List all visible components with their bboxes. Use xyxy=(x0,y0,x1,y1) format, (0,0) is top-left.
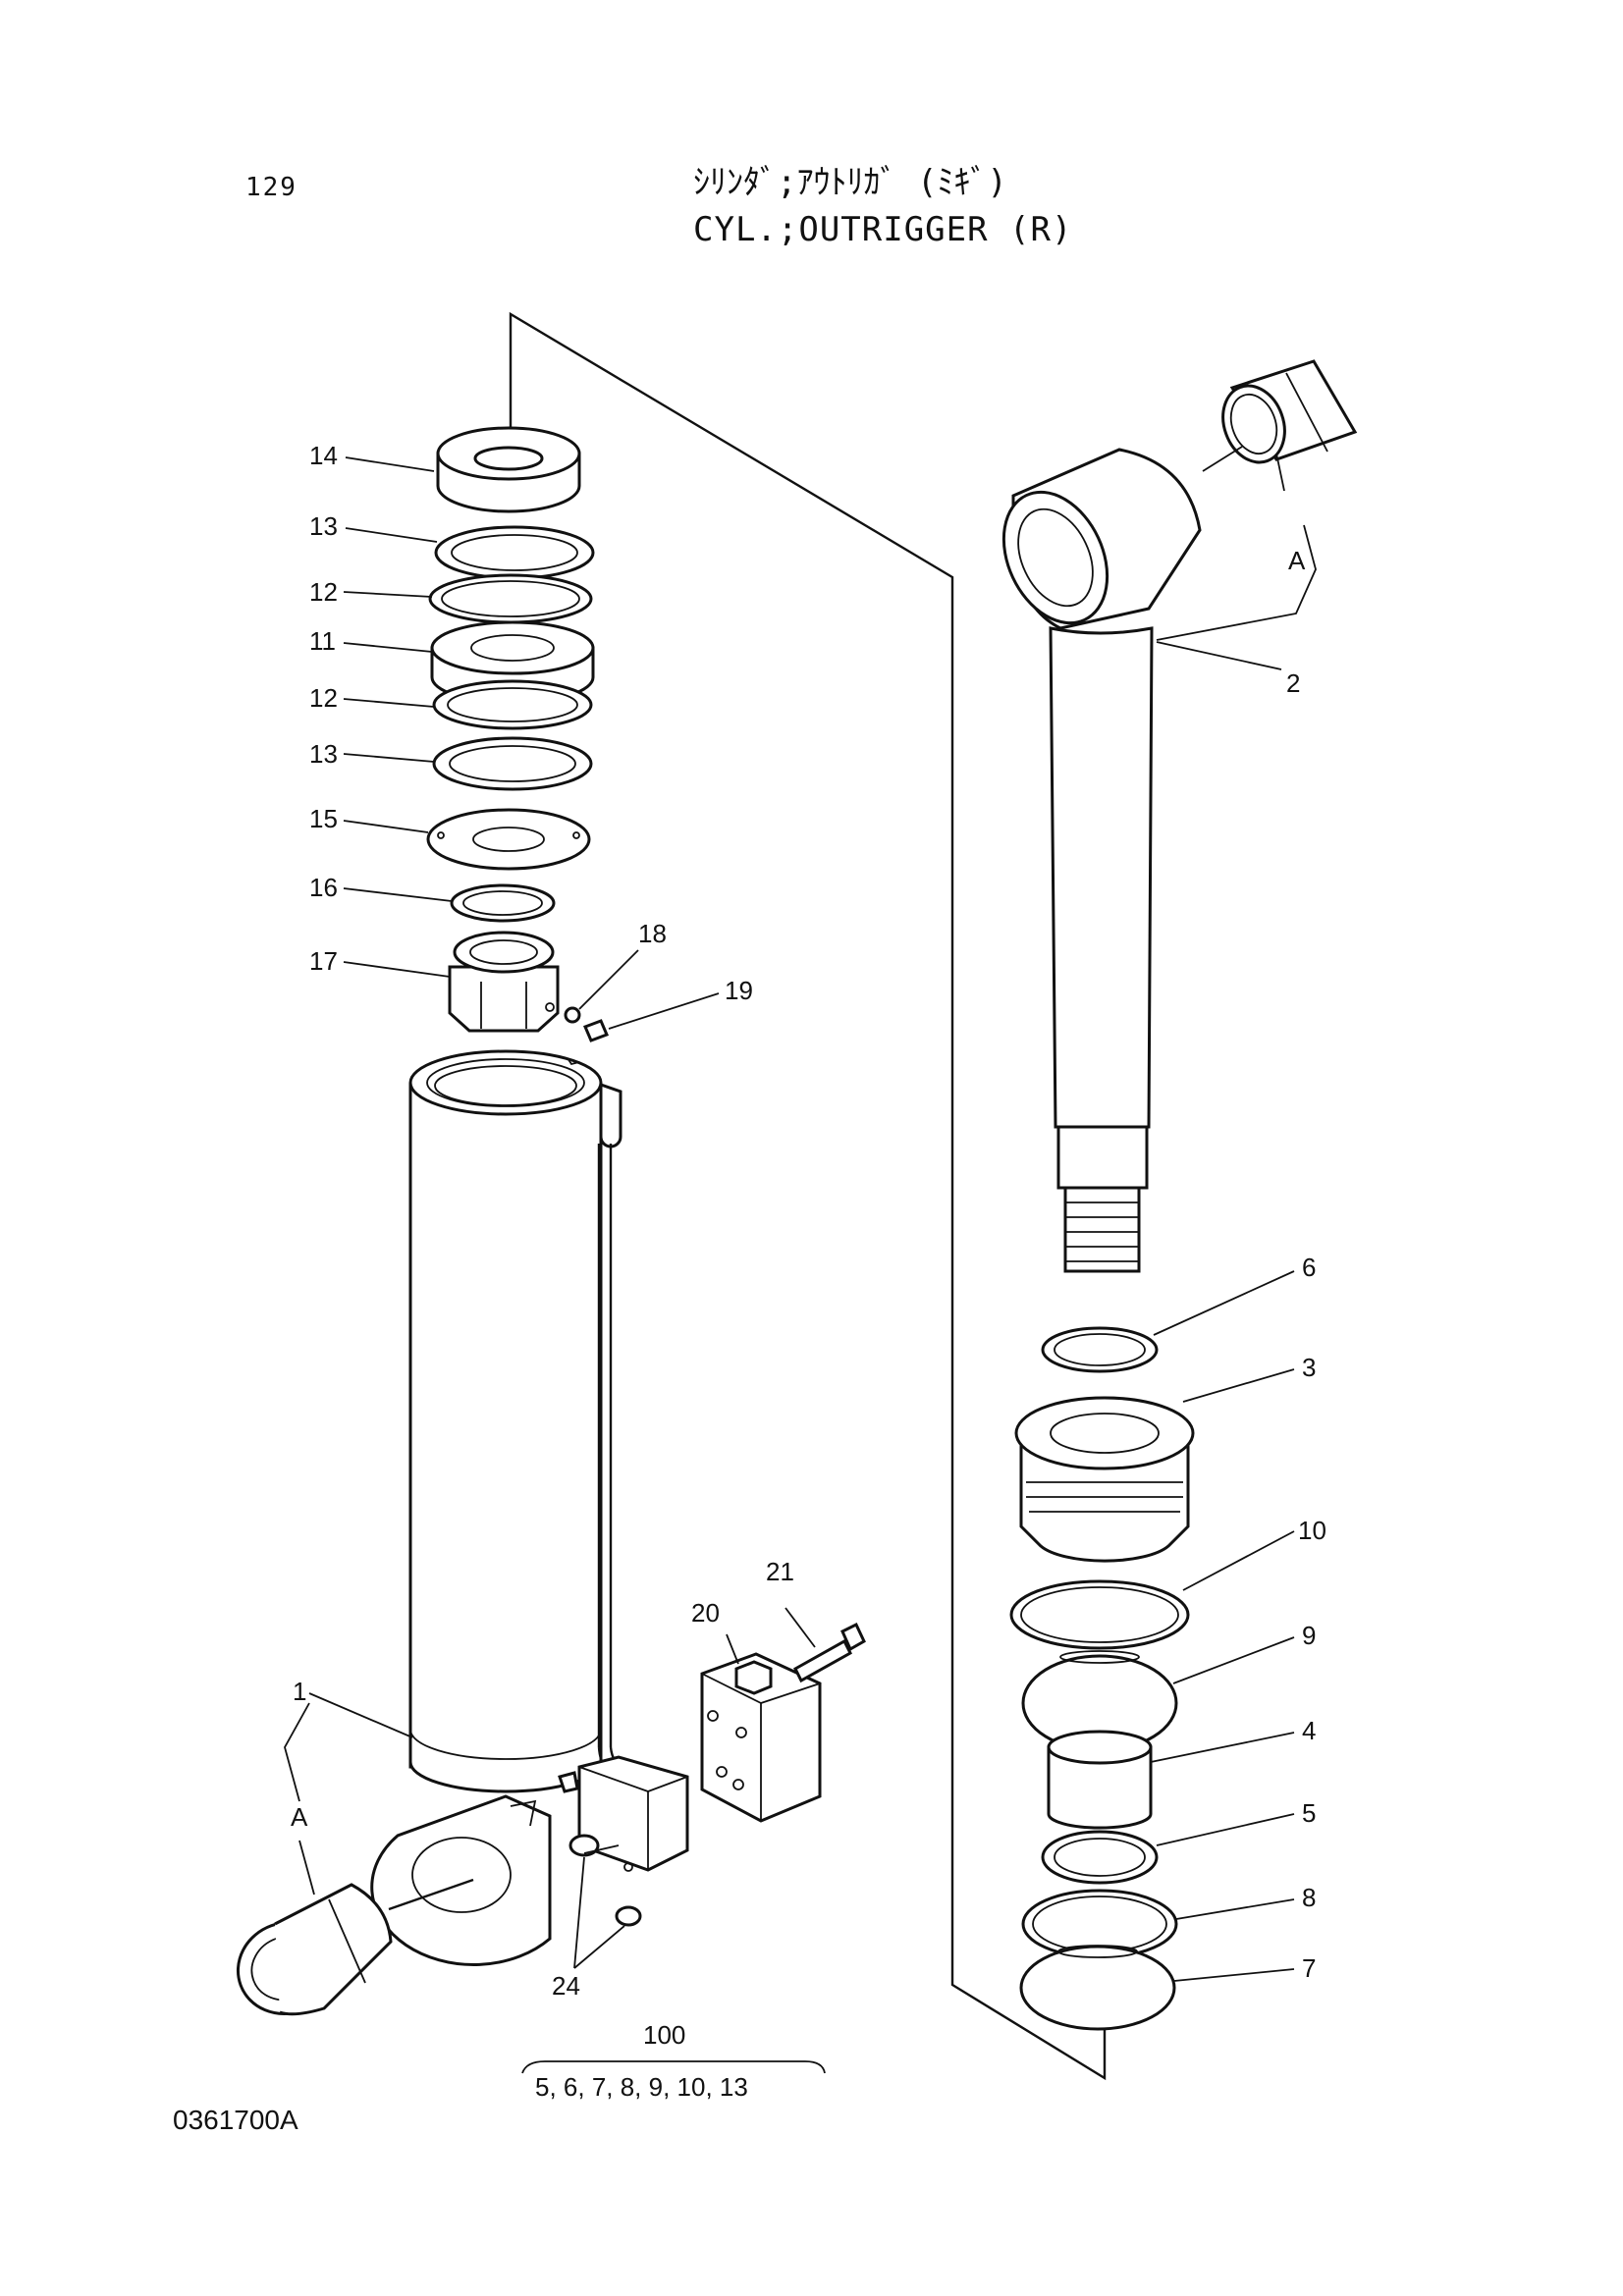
page-number: 129 xyxy=(245,173,298,202)
callout-20: 20 xyxy=(691,1598,720,1628)
part-3-piston xyxy=(1014,1396,1195,1563)
part-13-seal-upper xyxy=(434,525,595,580)
title-japanese: ｼﾘﾝﾀﾞ;ｱｳﾄﾘｶﾞ (ﾐｷﾞ) xyxy=(693,163,1007,202)
callout-16: 16 xyxy=(309,873,338,902)
callout-numbers: 14 13 12 11 12 13 15 16 17 18 19 1 A 24 … xyxy=(291,441,1326,2102)
part-2-piston-rod xyxy=(1001,448,1202,1273)
callout-10: 10 xyxy=(1298,1516,1326,1545)
callout-2: 2 xyxy=(1286,668,1300,698)
callout-a-right: A xyxy=(1288,546,1306,575)
callout-4: 4 xyxy=(1302,1716,1316,1745)
part-1-cylinder-tube xyxy=(370,1049,689,1966)
callout-1: 1 xyxy=(293,1677,306,1706)
callout-12-upper: 12 xyxy=(309,577,338,607)
kit-contents: 5, 6, 7, 8, 9, 10, 13 xyxy=(535,2072,748,2102)
part-9-seal xyxy=(1021,1650,1178,1752)
callout-19: 19 xyxy=(725,976,753,1005)
callout-9: 9 xyxy=(1302,1621,1316,1650)
part-5-ring xyxy=(1041,1830,1159,1885)
part-14-cover xyxy=(436,426,581,513)
callout-13-lower: 13 xyxy=(309,739,338,769)
assembly-outline xyxy=(509,311,1107,2081)
drawing-code: 0361700A xyxy=(173,2105,298,2135)
part-a-pin-left xyxy=(236,1878,474,2016)
callout-12-lower: 12 xyxy=(309,683,338,713)
part-21-bolt xyxy=(793,1622,866,1683)
part-24-plugs xyxy=(568,1834,642,1927)
part-18-ball xyxy=(564,1006,581,1024)
callout-7: 7 xyxy=(1302,1953,1316,1983)
part-17-nut xyxy=(448,931,560,1033)
part-15-plate xyxy=(426,808,591,871)
callout-13-upper: 13 xyxy=(309,511,338,541)
callout-11: 11 xyxy=(309,626,336,656)
leader-lines xyxy=(284,446,1317,2074)
part-20-valve-block xyxy=(700,1652,822,1823)
part-19-setscrew xyxy=(583,1019,609,1042)
callout-18: 18 xyxy=(638,919,667,948)
part-16-ring xyxy=(450,883,556,923)
callout-8: 8 xyxy=(1302,1883,1316,1912)
part-10-ring xyxy=(1009,1579,1190,1650)
part-6-ring xyxy=(1041,1326,1159,1373)
title-english: CYL.;OUTRIGGER (R) xyxy=(693,210,1073,249)
callout-17: 17 xyxy=(309,946,338,976)
callout-a-left: A xyxy=(291,1802,308,1832)
part-4-wear-ring xyxy=(1047,1730,1153,1830)
part-12-ring-lower xyxy=(432,679,593,730)
callout-3: 3 xyxy=(1302,1353,1316,1382)
callout-24: 24 xyxy=(552,1971,580,2001)
callout-15: 15 xyxy=(309,804,338,833)
kit-number: 100 xyxy=(643,2020,685,2050)
callout-21: 21 xyxy=(766,1557,794,1586)
part-7-seal xyxy=(1019,1945,1176,2031)
part-12-ring-upper xyxy=(428,573,593,624)
callout-6: 6 xyxy=(1302,1253,1316,1282)
part-a-pin-right xyxy=(1221,359,1358,464)
part-13-seal-lower xyxy=(432,736,593,791)
callout-5: 5 xyxy=(1302,1798,1316,1828)
callout-14: 14 xyxy=(309,441,338,470)
